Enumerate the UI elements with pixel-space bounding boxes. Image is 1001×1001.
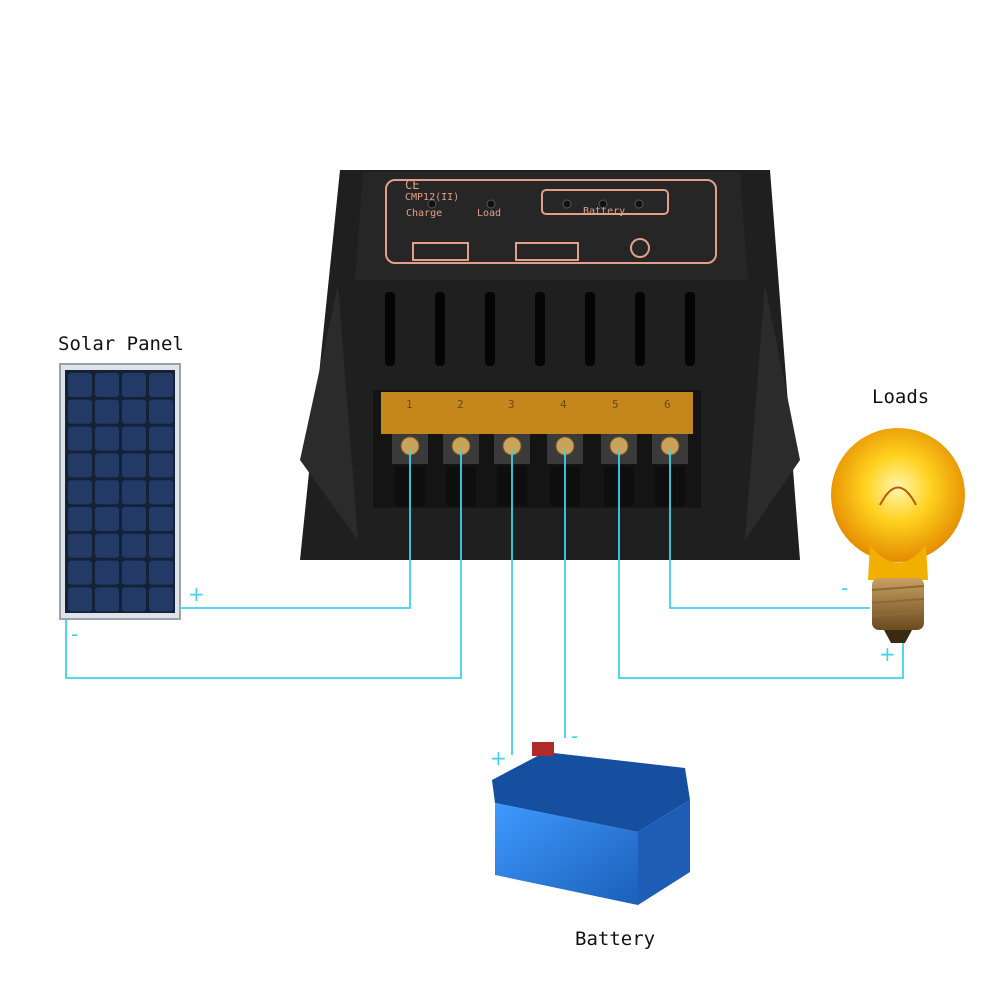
- solar-cell: [149, 453, 173, 478]
- loads-label: Loads: [872, 386, 930, 408]
- terminal-cover: [381, 392, 693, 434]
- battery-minus-marker: -: [571, 724, 579, 748]
- solar-cell: [122, 560, 146, 585]
- solar-cell: [149, 373, 173, 397]
- solar-cell: [95, 426, 119, 451]
- model-label: CMP12(II): [405, 192, 460, 203]
- solar-cell: [68, 453, 92, 478]
- solar-cell: [68, 560, 92, 585]
- wires: [65, 450, 904, 755]
- solar-cell: [95, 507, 119, 531]
- solar-cell: [122, 453, 146, 478]
- solar-panel-label: Solar Panel: [58, 333, 184, 355]
- solar-cell: [68, 587, 92, 612]
- solar-cell: [149, 533, 173, 558]
- wire-load-minus: [669, 450, 870, 609]
- solar-cell: [95, 560, 119, 585]
- solar-cell: [95, 587, 119, 612]
- solar-cell: [122, 533, 146, 558]
- solar-cell: [122, 507, 146, 531]
- terminal-number: 2: [457, 398, 464, 411]
- load-minus-marker: -: [841, 576, 849, 600]
- terminal-number: 3: [508, 398, 515, 411]
- solar-panel-cells: [68, 373, 173, 612]
- battery: [492, 742, 690, 905]
- ce-mark: CE: [405, 178, 420, 192]
- solar-cell: [68, 507, 92, 531]
- solar-cell: [149, 399, 173, 424]
- vent-slot: [585, 292, 595, 366]
- solar-cell: [95, 453, 119, 478]
- solar-cell: [122, 426, 146, 451]
- solar-cell: [149, 480, 173, 505]
- solar-cell: [68, 399, 92, 424]
- solar-cell: [68, 480, 92, 505]
- solar-cell: [149, 507, 173, 531]
- indicator-leds: [427, 199, 644, 209]
- wire-solar-plus: [180, 450, 411, 609]
- solar-cell: [95, 480, 119, 505]
- battery-label: Battery: [575, 928, 656, 950]
- battery-plus-marker: +: [490, 746, 507, 770]
- light-bulb: [831, 428, 965, 643]
- wire-load-plus: [618, 450, 904, 679]
- vent-slot: [635, 292, 645, 366]
- controller-panel-trim: [385, 179, 717, 264]
- charge-controller: [300, 170, 800, 560]
- solar-cell: [68, 426, 92, 451]
- solar-cell: [68, 373, 92, 397]
- solar-cell: [122, 399, 146, 424]
- vent-slot: [685, 292, 695, 366]
- solar-cell: [149, 587, 173, 612]
- solar-cell: [122, 373, 146, 397]
- solar-cell: [149, 426, 173, 451]
- load-plus-marker: +: [879, 642, 896, 666]
- solar-cell: [68, 533, 92, 558]
- vent-slot: [385, 292, 395, 366]
- solar-cell: [95, 533, 119, 558]
- vent-slot: [485, 292, 495, 366]
- vent-slot: [435, 292, 445, 366]
- solar-cell: [149, 560, 173, 585]
- wire-solar-minus: [65, 450, 462, 679]
- solar-cell: [122, 587, 146, 612]
- vent-slot: [535, 292, 545, 366]
- charge-indicator-label: Charge: [406, 208, 443, 219]
- terminal-number: 6: [664, 398, 671, 411]
- load-indicator-label: Load: [477, 208, 502, 219]
- solar-minus-marker: -: [71, 622, 79, 646]
- controller-symbols: [412, 238, 650, 261]
- terminal-number: 4: [560, 398, 567, 411]
- battery-indicator-label: Battery: [583, 206, 626, 217]
- solar-cell: [122, 480, 146, 505]
- solar-cell: [95, 373, 119, 397]
- terminal-number: 5: [612, 398, 619, 411]
- terminal-number: 1: [406, 398, 413, 411]
- solar-plus-marker: +: [188, 582, 205, 606]
- solar-panel: [59, 363, 181, 620]
- solar-cell: [95, 399, 119, 424]
- vent-slots: [385, 292, 695, 366]
